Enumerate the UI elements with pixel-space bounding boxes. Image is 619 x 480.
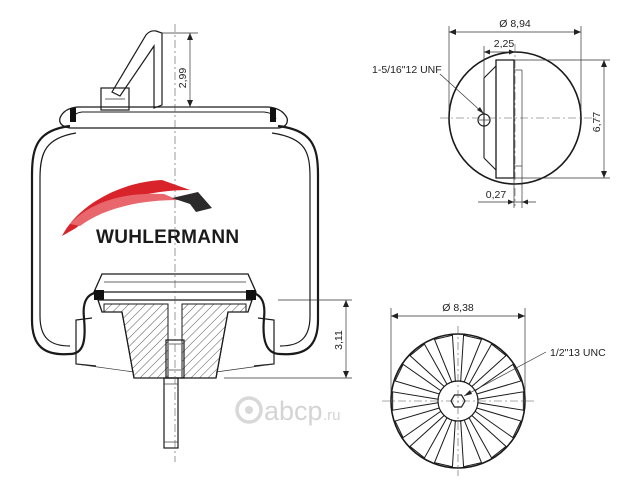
dim-bottom-diameter: Ø 8,38 (442, 302, 474, 314)
top-thread-leader (439, 73, 485, 115)
watermark: abcp .ru (235, 396, 341, 426)
bottom-thread-label: 1/2"13 UNC (550, 347, 606, 359)
logo-swoosh-dark (172, 192, 212, 212)
crimp-left (70, 108, 76, 122)
top-plate (59, 106, 288, 129)
brand-name: WUHLERMANN (96, 227, 239, 248)
bottom-view: Ø 8,38 1/2"13 UNC (382, 302, 606, 476)
mounting-stud-block (100, 87, 130, 111)
piston-rib (474, 407, 522, 439)
lower-stud (163, 377, 179, 449)
piston-rib (433, 419, 456, 468)
watermark-text: abcp (264, 396, 323, 426)
piston-ribs (392, 334, 524, 468)
top-thread-label: 1-5/16"12 UNF (372, 64, 442, 76)
top-bracket-plate (495, 59, 515, 179)
piston-rib (460, 334, 483, 383)
brand-logo: WUHLERMANN (62, 180, 239, 248)
crimp-right (270, 108, 276, 122)
piston-rib (394, 407, 442, 439)
mounting-bracket (111, 30, 163, 109)
dim-bracket-thickness: 0,27 (486, 189, 507, 201)
logo-swoosh-light (70, 193, 178, 226)
watermark-logo-icon (235, 396, 263, 424)
piston-rib (394, 363, 442, 395)
piston-rib (409, 415, 448, 459)
bellow-roll (69, 290, 281, 356)
bottom-thread-leader (463, 351, 547, 397)
watermark-suffix: .ru (323, 407, 341, 424)
bellow-outline (30, 124, 320, 356)
side-view: 2,99 3,11 WUHLERMANN (30, 24, 352, 462)
piston-rib (477, 391, 524, 411)
piston-rib (392, 391, 439, 411)
piston-rib (468, 415, 507, 459)
dim-top-diameter: Ø 8,94 (499, 18, 531, 30)
dim-piston-height: 3,11 (333, 330, 345, 350)
piston-rib (409, 343, 448, 387)
dim-bracket-height: 2,99 (177, 68, 189, 89)
piston-rib (468, 343, 507, 387)
piston-section-hatch (103, 303, 169, 379)
piston-cap (92, 273, 258, 293)
dim-plate-height: 6,77 (591, 112, 603, 133)
piston-rib (474, 363, 522, 395)
dim-stud-offset: 2,25 (494, 38, 515, 50)
piston-rib (460, 419, 483, 468)
piston-rib (433, 334, 456, 383)
top-view: Ø 8,94 2,25 6,77 0,27 1-5/16"12 UNF (372, 18, 610, 208)
logo-swoosh-red (62, 180, 190, 236)
